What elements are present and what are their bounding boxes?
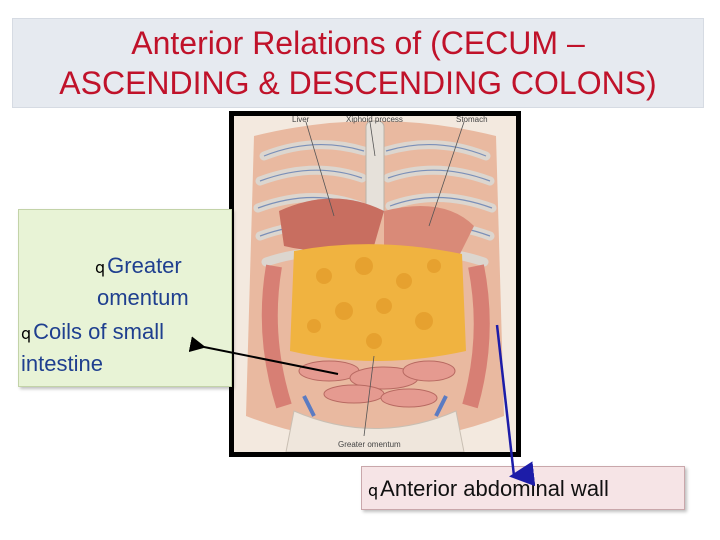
label-liver: Liver: [292, 116, 310, 124]
title-line-1: Anterior Relations of (CECUM –: [131, 25, 585, 61]
vessel-left: [302, 395, 316, 417]
figure-leader-lines: [305, 121, 465, 437]
q-bullet-icon: q: [368, 481, 379, 500]
small-intestine: [298, 360, 456, 408]
pelvis: [285, 410, 465, 452]
omentum-texture: [307, 257, 441, 349]
label-greater-omentum: Greater omentum: [338, 440, 401, 449]
sternum: [365, 120, 385, 217]
descending-colon: [462, 264, 490, 409]
bullet-greater-omentum-line1: qGreater: [95, 252, 182, 282]
anatomy-figure: Liver Xiphoid process Stomach Greater om…: [229, 111, 521, 457]
vessel-right: [434, 395, 448, 417]
q-bullet-icon: q: [95, 258, 106, 277]
label-xiphoid: Xiphoid process: [346, 116, 403, 124]
anatomy-illustration: Liver Xiphoid process Stomach Greater om…: [234, 116, 516, 452]
label-stomach: Stomach: [456, 116, 488, 124]
stomach: [384, 206, 474, 258]
q-bullet-icon: q: [21, 324, 32, 343]
item-text: Anterior abdominal wall: [380, 476, 609, 501]
item-text: Coils of small: [33, 319, 164, 344]
title-line-2: ASCENDING & DESCENDING COLONS): [59, 65, 657, 101]
item-text: Greater: [107, 253, 182, 278]
bullet-small-intestine-line2: intestine: [21, 351, 103, 376]
ascending-colon: [261, 264, 292, 409]
bullet-small-intestine-line1: qCoils of small: [21, 318, 164, 348]
title-banner: Anterior Relations of (CECUM – ASCENDING…: [12, 18, 704, 108]
bottom-callout-box: qAnterior abdominal wall: [361, 466, 685, 510]
bullet-greater-omentum-line2: omentum: [97, 285, 189, 310]
bottom-callout-text: qAnterior abdominal wall: [368, 475, 609, 505]
left-callout-box: qGreater omentum qCoils of small intesti…: [18, 209, 232, 387]
liver: [279, 198, 384, 251]
